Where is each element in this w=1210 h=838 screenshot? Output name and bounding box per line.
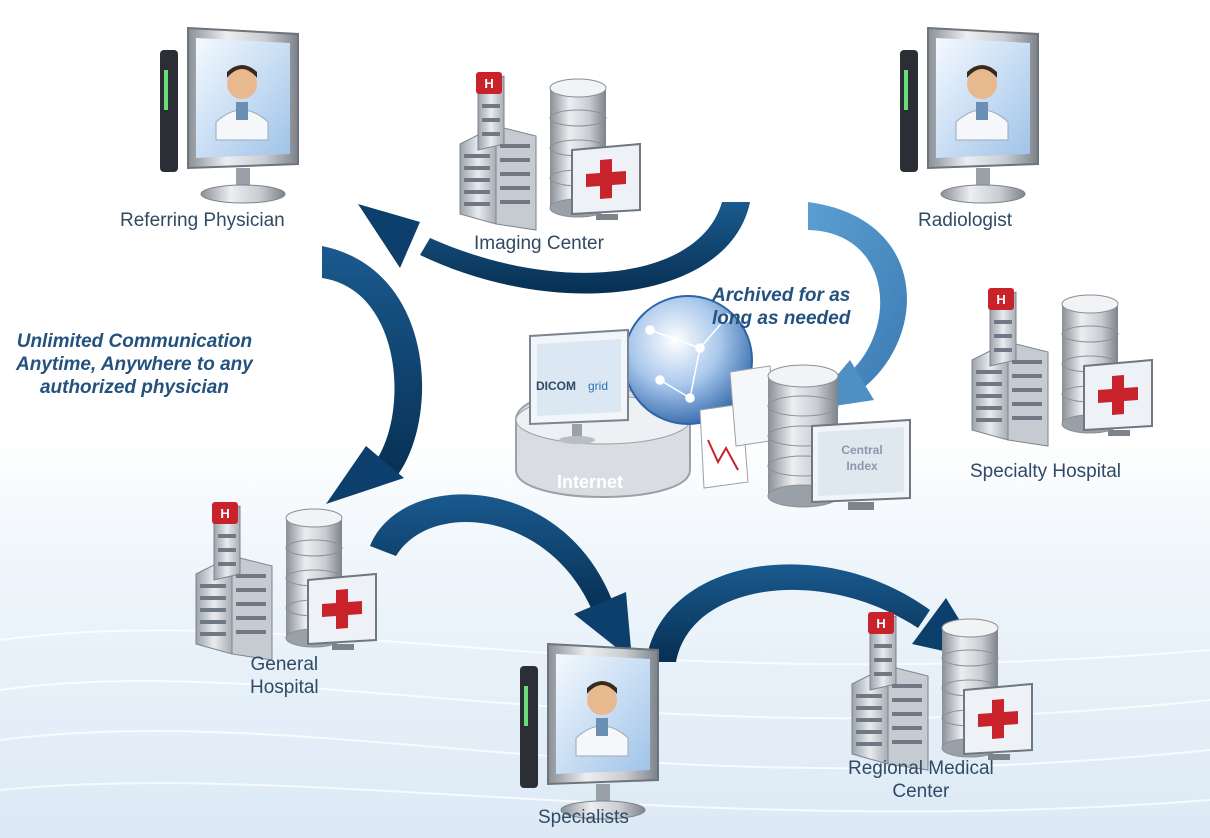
arrow-imaging-to-archive [808, 202, 907, 392]
hub-base-label: Internet [557, 472, 623, 492]
label-regional-medical-center: Regional Medical Center [848, 757, 994, 803]
label-referring-physician: Referring Physician [120, 210, 285, 231]
arrow-referring-to-general [322, 246, 423, 482]
arrow-imaging-to-referring [420, 202, 750, 294]
arrowhead-imaging-to-referring [358, 204, 420, 268]
label-specialty-hospital: Specialty Hospital [970, 461, 1122, 482]
arrowhead-referring-to-general [326, 446, 404, 504]
label-imaging-center: Imaging Center [474, 233, 604, 254]
central-index-line-2: Index [846, 459, 878, 473]
arrow-general-to-specialists [370, 494, 612, 610]
annotation-communication-line-3: authorized physician [39, 377, 229, 398]
annotation-communication-line-2: Anytime, Anywhere to any [16, 354, 253, 375]
arrow-specialists-to-regional [646, 564, 930, 662]
flow-arrows [322, 202, 984, 662]
annotation-communication-line-1: Unlimited Communication [16, 331, 253, 352]
annotation-archived-line-2: long as needed [712, 308, 851, 329]
central-hub: Internet DICOM grid Central Index [515, 295, 911, 510]
hub-brand-right: grid [588, 379, 608, 393]
annotation-archived-line-1: Archived for as [712, 285, 851, 306]
referring-physician-computer-icon [159, 27, 299, 204]
central-index-line-1: Central [841, 443, 882, 457]
specialists-computer-icon [519, 643, 659, 820]
regional-medical-center-facility-icon [851, 611, 1033, 771]
label-general-hospital: General Hospital [250, 653, 319, 699]
arrowhead-general-to-specialists [574, 592, 632, 660]
specialty-hospital-facility-icon [971, 287, 1153, 447]
label-regional-line-2: Center [892, 781, 950, 802]
label-radiologist: Radiologist [918, 210, 1012, 231]
general-hospital-facility-icon [195, 501, 377, 661]
label-general-hospital-line-1: General [250, 654, 319, 675]
hub-brand-left: DICOM [536, 379, 576, 393]
imaging-center-facility-icon [459, 71, 641, 231]
annotation-archived: Archived for as long as needed [712, 284, 850, 330]
label-regional-line-1: Regional Medical [848, 758, 994, 779]
label-general-hospital-line-2: Hospital [250, 677, 319, 698]
radiologist-computer-icon [899, 27, 1039, 204]
annotation-communication: Unlimited Communication Anytime, Anywher… [16, 330, 253, 399]
label-specialists: Specialists [538, 807, 629, 828]
